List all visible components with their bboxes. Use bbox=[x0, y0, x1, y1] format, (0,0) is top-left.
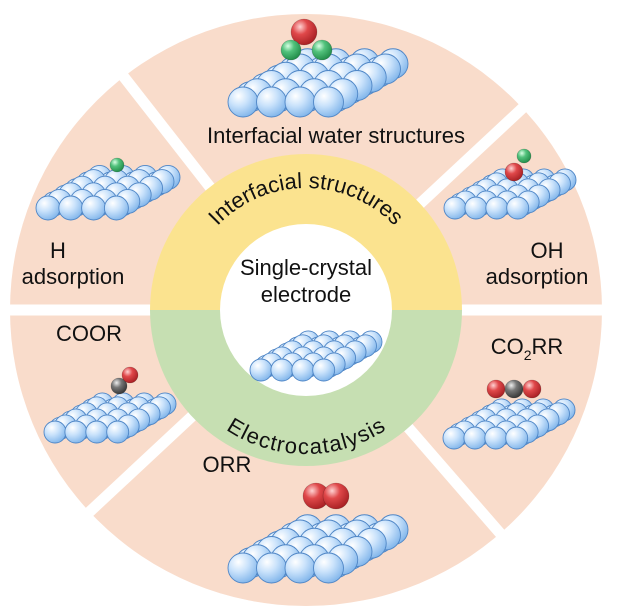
slab-co2rr bbox=[442, 379, 576, 450]
slab-orr bbox=[227, 482, 409, 584]
adsorbate-atom-O bbox=[290, 18, 318, 46]
substrate-atom bbox=[291, 358, 315, 382]
adsorbate-atom-C bbox=[110, 377, 128, 395]
substrate-atom bbox=[284, 86, 316, 118]
substrate-atom bbox=[284, 552, 316, 584]
sector-label-oh-line1: OH bbox=[531, 238, 564, 263]
substrate-atom bbox=[227, 86, 259, 118]
substrate-atom bbox=[103, 195, 129, 221]
adsorbate-atom-H bbox=[516, 148, 532, 164]
substrate-atom bbox=[312, 358, 336, 382]
substrate-atom bbox=[313, 552, 344, 584]
sector-label-h-line1: H bbox=[50, 238, 66, 263]
adsorbate-atom-C bbox=[504, 379, 524, 399]
substrate-atom bbox=[313, 86, 344, 118]
slab-center bbox=[249, 330, 383, 382]
center-label-line1: Single-crystal bbox=[240, 255, 372, 280]
adsorbate-atom-H bbox=[280, 39, 302, 61]
substrate-atom bbox=[256, 86, 287, 118]
substrate-atom bbox=[85, 420, 109, 444]
substrate-atom bbox=[227, 552, 259, 584]
substrate-atom bbox=[484, 426, 508, 450]
substrate-atom bbox=[443, 196, 467, 220]
sector-label-oh-line2: adsorption bbox=[486, 264, 589, 289]
slab-oh-adsorption bbox=[443, 148, 577, 220]
adsorbate-atom-O bbox=[322, 482, 350, 510]
adsorbate-atom-O bbox=[486, 379, 506, 399]
adsorbate-atom-O bbox=[121, 366, 139, 384]
substrate-atom bbox=[35, 195, 61, 221]
substrate-atom bbox=[106, 420, 130, 444]
slab-coor bbox=[43, 366, 177, 444]
slab-h-adsorption bbox=[35, 157, 181, 221]
adsorbate-atom-O bbox=[504, 162, 524, 182]
substrate-atom bbox=[256, 552, 287, 584]
sector-label-coor: COOR bbox=[56, 321, 122, 346]
slab-interfacial-water bbox=[227, 18, 409, 118]
sector-label-co2rr: CO2RR bbox=[491, 334, 564, 363]
substrate-atom bbox=[485, 196, 509, 220]
substrate-atom bbox=[463, 426, 487, 450]
substrate-atom bbox=[58, 195, 84, 221]
adsorbate-atom-H bbox=[311, 39, 333, 61]
substrate-atom bbox=[270, 358, 294, 382]
substrate-atom bbox=[81, 195, 107, 221]
inner-ring: Interfacial structures Electrocatalysis … bbox=[150, 154, 462, 466]
sector-label-interfacial-water: Interfacial water structures bbox=[207, 123, 465, 148]
substrate-atom bbox=[249, 358, 273, 382]
substrate-atom bbox=[464, 196, 488, 220]
substrate-atom bbox=[506, 196, 530, 220]
adsorbate-atom-H bbox=[109, 157, 125, 173]
sector-label-orr: ORR bbox=[203, 452, 252, 477]
substrate-atom bbox=[505, 426, 529, 450]
adsorbate-atom-O bbox=[522, 379, 542, 399]
center-label-line2: electrode bbox=[261, 282, 352, 307]
substrate-atom bbox=[442, 426, 466, 450]
substrate-atom bbox=[64, 420, 88, 444]
sector-labels: H adsorption Interfacial water structure… bbox=[22, 123, 589, 477]
sector-label-h-line2: adsorption bbox=[22, 264, 125, 289]
crystal-slabs bbox=[35, 18, 577, 584]
substrate-atom bbox=[43, 420, 67, 444]
